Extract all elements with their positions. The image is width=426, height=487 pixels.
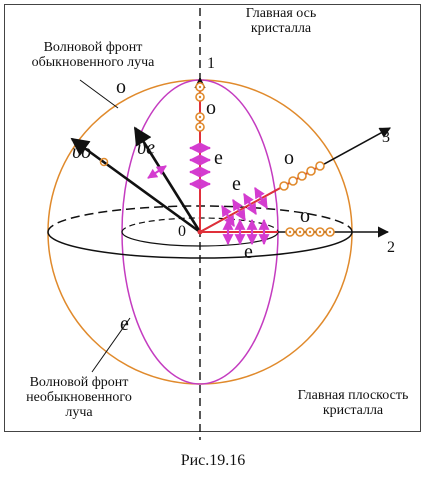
extraordinary-front-label: Волновой фронт необыкновенного луча [14,375,144,420]
optic-axis-label: Главная ось кристалла [226,6,336,36]
ray-1-o-label: o [206,97,216,119]
ve-label: υe [137,137,155,159]
ray-2-o-label: o [300,205,310,227]
figure-caption: Рис.19.16 [180,452,246,469]
optic-axis-label-line1: Главная ось [245,6,317,21]
origin-label: 0 [178,223,186,240]
diagram-frame [4,4,421,432]
ray-3-label: 3 [382,129,390,146]
origin-point [197,229,203,235]
vo-velocity-arrow [70,137,201,234]
optic-axis-label-line2: кристалла [250,21,312,36]
ray-1-e-label: e [214,147,223,169]
principal-plane-label-line1: Главная плоскость [297,388,409,403]
ordinary-front-o-label: o [116,76,126,98]
ray-1-extraordinary-arrows [188,142,212,190]
vo-dot-marker [99,157,109,167]
extraordinary-front-e-label: e [120,313,129,335]
ray-3-extraordinary-arrows [221,187,268,227]
vo-label: υo [72,141,91,163]
principal-plane-label-line2: кристалла [322,403,384,418]
ray-2-label: 2 [387,239,395,256]
ray-1-label: 1 [207,55,215,72]
ve-velocity-arrow [133,126,202,233]
extraordinary-front-pointer [91,317,131,373]
ve-small-polarization-arrow [147,165,167,179]
ordinary-front-label-line2: обыкновенного луча [31,55,155,70]
ray-2-polarization-centers [288,230,332,234]
ordinary-front-pointer [79,79,119,109]
extraordinary-front-label-line2: необыкновенного [26,390,132,405]
ray-3-o-label: o [284,147,294,169]
ray-2-extraordinary-arrows [222,218,270,246]
ordinary-front-label-line1: Волновой фронт [43,40,143,55]
ray-1-polarization-centers [198,85,202,129]
extraordinary-front-label-line1: Волновой фронт [29,375,129,390]
principal-plane-label: Главная плоскость кристалла [288,388,418,418]
ray-3-e-label: e [232,173,241,195]
ray-3-polarization-dots [279,161,325,191]
ray-1-polarization-dots [195,82,205,132]
extraordinary-front-label-line3: луча [65,405,93,420]
ordinary-front-label: Волновой фронт обыкновенного луча [18,40,168,70]
ray-2-e-label: e [244,241,253,263]
